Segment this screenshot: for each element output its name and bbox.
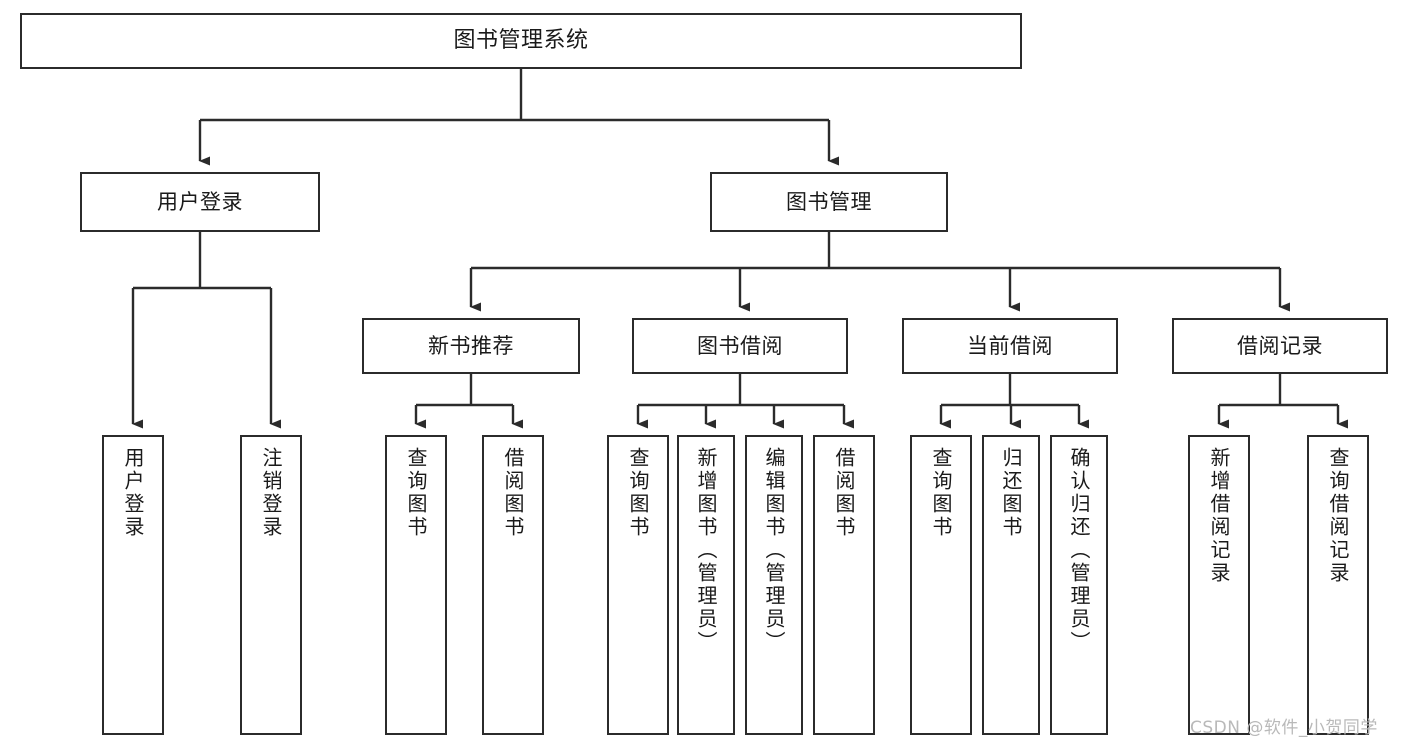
node-label: 查询借阅记录 bbox=[1326, 447, 1350, 585]
leaf-node-1[interactable]: 注销登录 bbox=[240, 435, 302, 735]
node-label: 查询图书 bbox=[404, 447, 428, 539]
node-label: 确认归还（管理员） bbox=[1067, 447, 1091, 654]
node-label: 注销登录 bbox=[259, 447, 283, 539]
node-label: 借阅图书 bbox=[832, 447, 856, 539]
leaf-node-0[interactable]: 用户登录 bbox=[102, 435, 164, 735]
leaf-node-6[interactable]: 编辑图书（管理员） bbox=[745, 435, 803, 735]
node-label: 图书管理系统 bbox=[453, 28, 589, 54]
level2-node-1[interactable]: 图书借阅 bbox=[632, 318, 848, 374]
leaf-node-5[interactable]: 新增图书（管理员） bbox=[677, 435, 735, 735]
node-label: 用户登录 bbox=[157, 189, 243, 214]
node-label: 新增图书（管理员） bbox=[694, 447, 718, 654]
leaf-node-11[interactable]: 新增借阅记录 bbox=[1188, 435, 1250, 735]
level1-node-1[interactable]: 图书管理 bbox=[710, 172, 948, 232]
root-node-0[interactable]: 图书管理系统 bbox=[20, 13, 1022, 69]
leaf-node-4[interactable]: 查询图书 bbox=[607, 435, 669, 735]
node-label: 图书借阅 bbox=[697, 333, 783, 358]
leaf-node-3[interactable]: 借阅图书 bbox=[482, 435, 544, 735]
leaf-node-8[interactable]: 查询图书 bbox=[910, 435, 972, 735]
node-label: 查询图书 bbox=[929, 447, 953, 539]
node-label: 查询图书 bbox=[626, 447, 650, 539]
node-label: 归还图书 bbox=[999, 447, 1023, 539]
csdn-watermark: CSDN @软件_小贺同学 bbox=[1190, 718, 1378, 738]
node-label: 借阅图书 bbox=[501, 447, 525, 539]
leaf-node-7[interactable]: 借阅图书 bbox=[813, 435, 875, 735]
node-label: 图书管理 bbox=[786, 189, 872, 214]
node-label: 新增借阅记录 bbox=[1207, 447, 1231, 585]
leaf-node-9[interactable]: 归还图书 bbox=[982, 435, 1040, 735]
level1-node-0[interactable]: 用户登录 bbox=[80, 172, 320, 232]
node-label: 借阅记录 bbox=[1237, 333, 1323, 358]
level2-node-2[interactable]: 当前借阅 bbox=[902, 318, 1118, 374]
leaf-node-2[interactable]: 查询图书 bbox=[385, 435, 447, 735]
node-label: 用户登录 bbox=[121, 447, 145, 539]
level2-node-0[interactable]: 新书推荐 bbox=[362, 318, 580, 374]
leaf-node-12[interactable]: 查询借阅记录 bbox=[1307, 435, 1369, 735]
node-label: 当前借阅 bbox=[967, 333, 1053, 358]
node-label: 编辑图书（管理员） bbox=[762, 447, 786, 654]
leaf-node-10[interactable]: 确认归还（管理员） bbox=[1050, 435, 1108, 735]
node-label: 新书推荐 bbox=[428, 333, 514, 358]
level2-node-3[interactable]: 借阅记录 bbox=[1172, 318, 1388, 374]
